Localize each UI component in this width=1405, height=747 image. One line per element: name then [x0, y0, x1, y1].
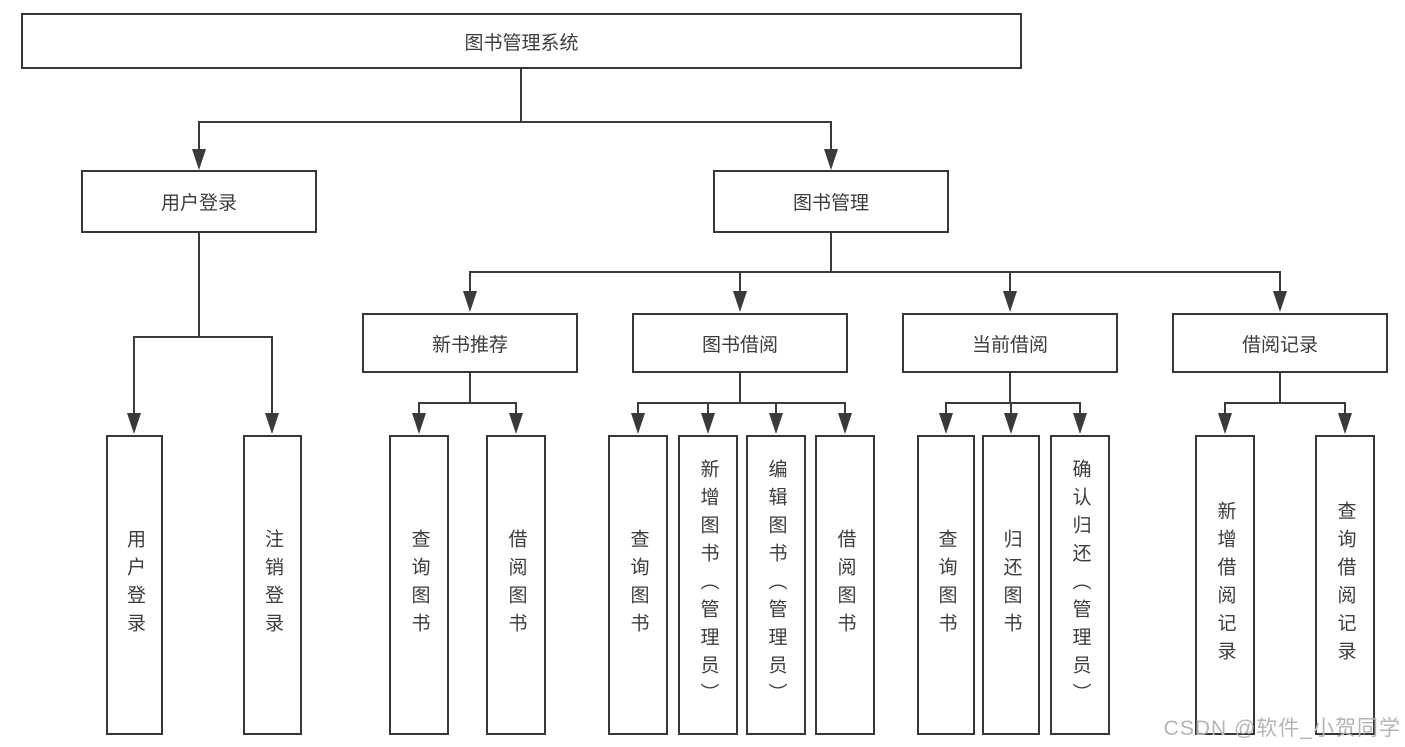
- node-label: 新增借阅记录: [1214, 501, 1236, 669]
- leaf-user-login: 用户登录: [106, 435, 163, 735]
- node-label: 归还图书: [1000, 529, 1022, 641]
- node-label: 查询图书: [935, 529, 957, 641]
- node-label: 借阅图书: [834, 529, 856, 641]
- leaf-add-borrow-record: 新增借阅记录: [1195, 435, 1255, 735]
- arrow-down-icon: [127, 413, 141, 434]
- leaf-borrow-books-newbook: 借阅图书: [486, 435, 546, 735]
- arrow-down-icon: [1273, 291, 1287, 312]
- node-label: 图书管理: [792, 193, 869, 214]
- node-root: 图书管理系统: [21, 13, 1022, 69]
- node-book-management: 图书管理: [713, 170, 949, 233]
- node-label: 注销登录: [262, 529, 283, 641]
- node-book-borrow: 图书借阅: [632, 313, 848, 373]
- node-label: 查询借阅记录: [1334, 501, 1356, 669]
- arrow-down-icon: [939, 413, 953, 434]
- arrow-down-icon: [838, 413, 852, 434]
- node-label: 用户登录: [160, 193, 237, 214]
- node-label: 查询图书: [408, 529, 430, 641]
- leaf-logout: 注销登录: [243, 435, 302, 735]
- arrow-down-icon: [463, 291, 477, 312]
- node-user-login: 用户登录: [81, 170, 317, 233]
- node-label: 确认归还（管理员）: [1069, 459, 1091, 711]
- arrow-down-icon: [1338, 413, 1352, 434]
- node-label: 借阅记录: [1241, 334, 1318, 356]
- connector-line: [1224, 373, 1346, 415]
- node-label: 编辑图书（管理员）: [765, 459, 787, 711]
- arrow-down-icon: [769, 413, 783, 434]
- node-label: 借阅图书: [505, 529, 527, 641]
- arrow-down-icon: [265, 413, 279, 434]
- arrow-down-icon: [631, 413, 645, 434]
- connector-line: [637, 373, 846, 415]
- node-label: 新增图书（管理员）: [697, 459, 719, 711]
- arrow-down-icon: [1073, 413, 1087, 434]
- arrow-down-icon: [824, 149, 838, 170]
- leaf-edit-book-admin: 编辑图书（管理员）: [746, 435, 806, 735]
- arrow-down-icon: [509, 413, 523, 434]
- arrow-down-icon: [412, 413, 426, 434]
- connector-line: [418, 373, 517, 415]
- leaf-query-books-current: 查询图书: [917, 435, 975, 735]
- connector-line: [945, 373, 1081, 415]
- connector-line: [133, 233, 273, 415]
- node-label: 图书管理系统: [464, 32, 579, 54]
- leaf-query-borrow-record: 查询借阅记录: [1315, 435, 1375, 735]
- leaf-query-books-newbook: 查询图书: [389, 435, 449, 735]
- node-current-borrow: 当前借阅: [902, 313, 1118, 373]
- arrow-down-icon: [733, 291, 747, 312]
- leaf-borrow-books-borrow: 借阅图书: [815, 435, 875, 735]
- leaf-query-books-borrow: 查询图书: [608, 435, 668, 735]
- node-label: 查询图书: [627, 529, 649, 641]
- arrow-down-icon: [1218, 413, 1232, 434]
- arrow-down-icon: [1004, 413, 1018, 434]
- leaf-add-book-admin: 新增图书（管理员）: [678, 435, 738, 735]
- node-label: 用户登录: [124, 529, 145, 641]
- arrow-down-icon: [701, 413, 715, 434]
- leaf-confirm-return-admin: 确认归还（管理员）: [1050, 435, 1110, 735]
- arrow-down-icon: [1003, 291, 1017, 312]
- node-label: 新书推荐: [431, 334, 508, 356]
- connector-line: [469, 233, 1281, 293]
- node-new-book-recommend: 新书推荐: [362, 313, 578, 373]
- node-borrow-record: 借阅记录: [1172, 313, 1388, 373]
- node-label: 当前借阅: [971, 334, 1048, 356]
- arrow-down-icon: [192, 149, 206, 170]
- node-label: 图书借阅: [701, 334, 778, 356]
- connector-line: [198, 69, 832, 151]
- watermark: CSDN @软件_小贺同学: [1163, 717, 1401, 740]
- leaf-return-book: 归还图书: [982, 435, 1040, 735]
